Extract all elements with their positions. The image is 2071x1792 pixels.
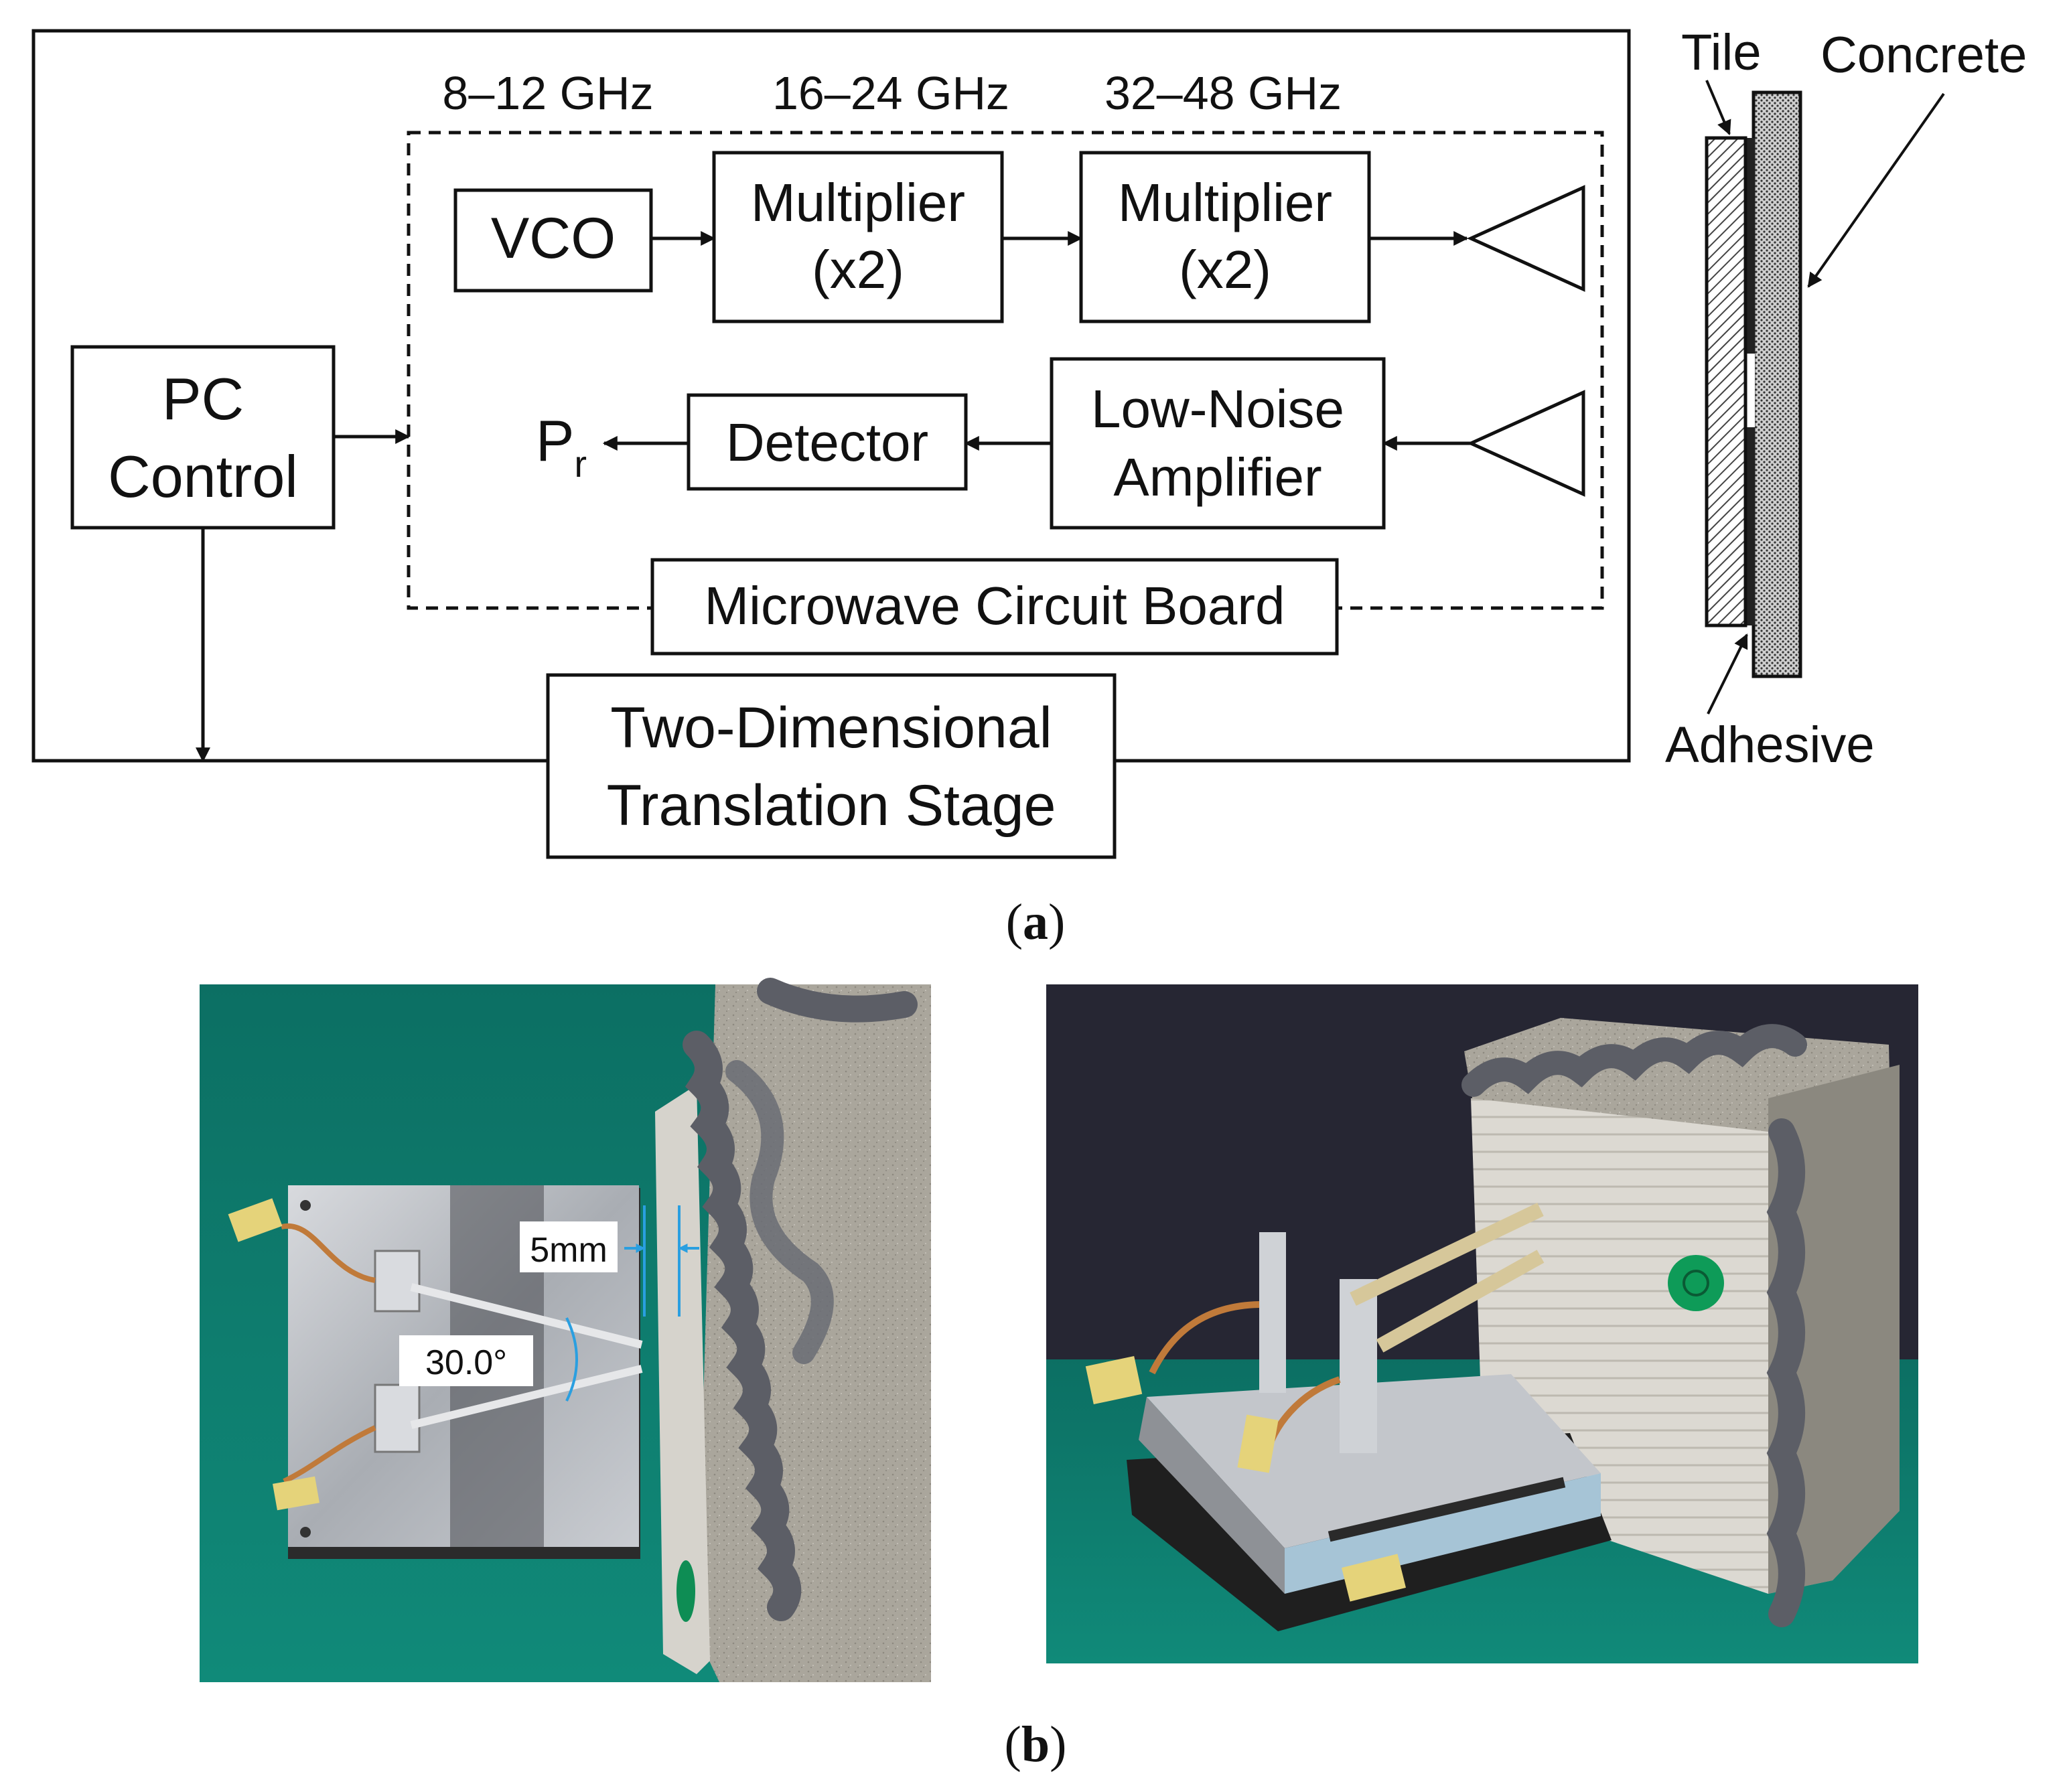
adhesive-leader-arrow xyxy=(1707,633,1748,715)
screw-icon xyxy=(300,1200,311,1211)
antenna-mount-upper xyxy=(374,1250,421,1313)
tape-tag-perspective-1 xyxy=(1085,1355,1143,1405)
target-sticker-perspective xyxy=(1668,1255,1724,1311)
board-label: Microwave Circuit Board xyxy=(705,576,1285,636)
adhesive-bead-top xyxy=(683,1031,802,1621)
concrete-leader-arrow xyxy=(1807,92,1945,288)
tile-label: Tile xyxy=(1681,24,1762,81)
adhesive-label: Adhesive xyxy=(1665,717,1875,773)
cable-lower xyxy=(283,1425,376,1484)
screw-icon xyxy=(300,1527,311,1538)
cable-upper xyxy=(281,1223,376,1283)
pc-control-label-line1: PC xyxy=(162,366,244,432)
rx-antenna-icon xyxy=(1466,390,1585,497)
board-dashed-boundary xyxy=(407,131,1604,610)
angle-label-box xyxy=(399,1335,533,1386)
panel-b-photos: 5mm 30.0° xyxy=(200,978,1918,1773)
cable-perspective-upper xyxy=(1149,1301,1260,1375)
tape-tag-lower xyxy=(273,1476,319,1511)
multiplier-1-label-line1: Multiplier xyxy=(751,173,965,232)
target-crosshair-icon xyxy=(1683,1270,1709,1296)
caption-a: (a) xyxy=(1006,894,1066,950)
probe-lower-perspective xyxy=(1376,1250,1545,1353)
antenna-mount-lower xyxy=(374,1384,421,1453)
adhesive-rim-side xyxy=(1766,1118,1805,1627)
photo-top-view: 5mm 30.0° xyxy=(200,978,931,1682)
multiplier-2-label-line2: (x2) xyxy=(1179,240,1271,299)
vco-box xyxy=(453,188,653,293)
tile-strip-top xyxy=(655,1085,710,1674)
gap-label: 5mm xyxy=(530,1231,608,1270)
caption-b: (b) xyxy=(1005,1716,1067,1773)
target-sticker-top xyxy=(676,1560,695,1622)
tape-tag-perspective-2 xyxy=(1237,1414,1279,1473)
tile-layer xyxy=(1705,136,1747,627)
adhesive-corner-top xyxy=(757,978,918,1023)
rail-slot xyxy=(1328,1477,1566,1542)
probe-upper xyxy=(410,1283,643,1349)
freq-label-vco: 8–12 GHz xyxy=(442,67,653,119)
pr-output-label: Pr xyxy=(536,409,587,485)
specimen-cross-section xyxy=(1705,90,1802,678)
lna-label-line2: Amplifier xyxy=(1113,447,1322,507)
antenna-post-left xyxy=(1259,1232,1286,1393)
freq-label-mult2: 32–48 GHz xyxy=(1104,67,1342,119)
concrete-layer xyxy=(1752,90,1802,678)
pc-control-label-line2: Control xyxy=(108,443,298,510)
multiplier-2-label-line1: Multiplier xyxy=(1118,173,1332,232)
module-left-perspective xyxy=(1139,1397,1285,1594)
multiplier-1-box xyxy=(712,151,1004,323)
detector-box xyxy=(687,393,968,491)
tape-tag-upper xyxy=(228,1198,283,1242)
angle-label: 30.0° xyxy=(425,1343,507,1382)
antenna-post-right xyxy=(1340,1279,1377,1453)
freq-label-mult1: 16–24 GHz xyxy=(772,67,1009,119)
vco-label: VCO xyxy=(491,206,616,271)
panel-a-block-diagram: 8–12 GHz 16–24 GHz 32–48 GHz VCO Multipl… xyxy=(31,24,2027,950)
probe-upper-perspective xyxy=(1350,1203,1544,1306)
probe-lower xyxy=(410,1365,643,1429)
lna-box xyxy=(1050,357,1386,530)
adhesive-smear-top xyxy=(725,1060,834,1364)
photo-perspective-view xyxy=(1046,984,1918,1663)
detector-label: Detector xyxy=(726,413,928,472)
tile-leader-arrow xyxy=(1705,80,1731,136)
board-label-box xyxy=(650,558,1339,656)
stage-box xyxy=(546,673,1117,859)
adhesive-rim-top xyxy=(1461,1024,1807,1097)
stage-label-line2: Translation Stage xyxy=(607,773,1056,838)
multiplier-1-label-line2: (x2) xyxy=(812,240,904,299)
gap-label-box xyxy=(520,1221,618,1272)
lna-label-line1: Low-Noise xyxy=(1091,379,1344,439)
pc-control-box xyxy=(70,345,336,530)
tape-under-module xyxy=(1341,1554,1407,1602)
concrete-label: Concrete xyxy=(1820,27,2027,84)
tx-antenna-icon xyxy=(1466,185,1585,292)
stage-label-line1: Two-Dimensional xyxy=(610,696,1052,760)
angle-arc xyxy=(565,1317,578,1402)
